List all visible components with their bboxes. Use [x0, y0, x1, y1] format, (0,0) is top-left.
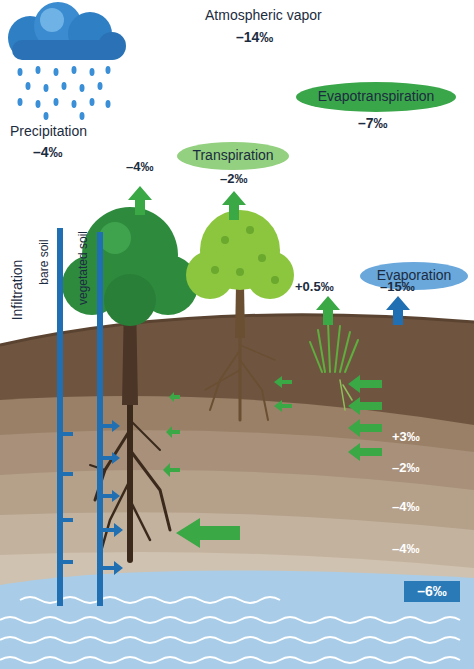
tree-crown	[246, 251, 294, 299]
grass	[310, 322, 358, 410]
node-text: Transpiration	[192, 148, 273, 163]
soil-layer	[0, 470, 474, 669]
evaporation-arrow	[386, 296, 410, 325]
light-tree	[186, 210, 294, 420]
uptake-arrows	[163, 375, 382, 548]
soil-layer	[0, 430, 474, 669]
soil-surface	[0, 315, 474, 669]
node-text: –6‰	[417, 584, 447, 599]
tree-crown	[104, 274, 156, 326]
cloud	[8, 2, 126, 60]
title-label: Atmospheric vapor	[205, 8, 322, 23]
water-waves	[0, 597, 460, 663]
tree-trunk	[235, 285, 245, 338]
tree-roots	[205, 335, 275, 420]
layer-value: –2‰	[392, 461, 419, 475]
soil-layer	[0, 396, 474, 669]
flux-label: Infiltration	[10, 260, 25, 321]
isotope-value: –7‰	[358, 116, 388, 131]
node-shape	[177, 142, 289, 170]
grass-arrow	[316, 296, 340, 325]
flux-ellipse: Evapotranspiration	[296, 82, 456, 112]
flux-label: Precipitation	[10, 124, 87, 139]
soil-type-label: vegetated soil	[77, 231, 90, 305]
transpiration-arrow	[128, 186, 152, 215]
isotope-value: –15‰	[380, 280, 415, 294]
infiltration-bar	[57, 228, 63, 606]
water-body	[0, 570, 474, 669]
infiltration-branches	[63, 420, 123, 575]
upward-flux-arrows	[128, 186, 410, 325]
node-text: Evapotranspiration	[318, 89, 435, 104]
node-shape	[296, 82, 456, 112]
layer-value: +3‰	[392, 430, 420, 444]
node-shape	[404, 581, 460, 602]
groundwater	[0, 570, 474, 669]
isotope-value: –2‰	[220, 172, 247, 186]
soil-layer	[0, 552, 474, 669]
infiltration-bar	[97, 232, 103, 606]
flux-ellipse: Transpiration	[177, 142, 289, 170]
leaf-dots	[211, 226, 279, 284]
dark-tree	[62, 207, 198, 560]
soil-type-label: bare soil	[38, 239, 51, 284]
isotope-value: +0.5‰	[295, 280, 334, 294]
soil-layers	[0, 315, 474, 669]
cloud-part	[12, 40, 120, 60]
groundwater-box: –6‰	[404, 581, 460, 602]
soil-layer	[0, 512, 474, 669]
tree-crown	[186, 251, 234, 299]
layer-value: –4‰	[392, 500, 419, 514]
isotope-value: –4‰	[33, 145, 63, 160]
infiltration	[57, 228, 123, 606]
transpiration-arrow	[222, 191, 246, 220]
cloud-highlight	[40, 8, 64, 32]
isotope-value: –4‰	[126, 160, 153, 174]
crown-highlight	[99, 222, 131, 254]
rain-drops	[18, 66, 111, 120]
isotope-value: –14‰	[236, 30, 273, 45]
layer-value: –4‰	[392, 542, 419, 556]
